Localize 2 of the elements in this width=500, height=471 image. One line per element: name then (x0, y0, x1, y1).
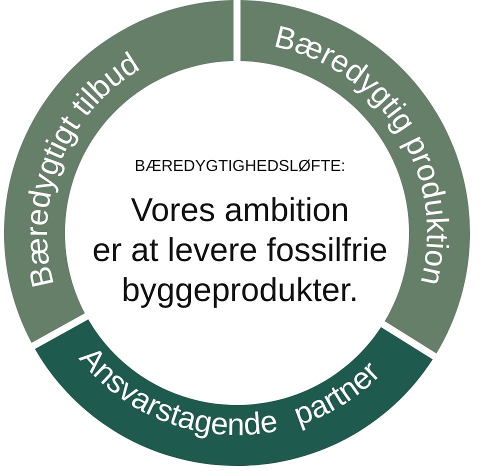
heading: BÆREDYGTIGHEDSLØFTE: (134, 157, 346, 177)
statement-text: Vores ambition er at levere fossilfrie byggeprodukter. (91, 190, 389, 310)
